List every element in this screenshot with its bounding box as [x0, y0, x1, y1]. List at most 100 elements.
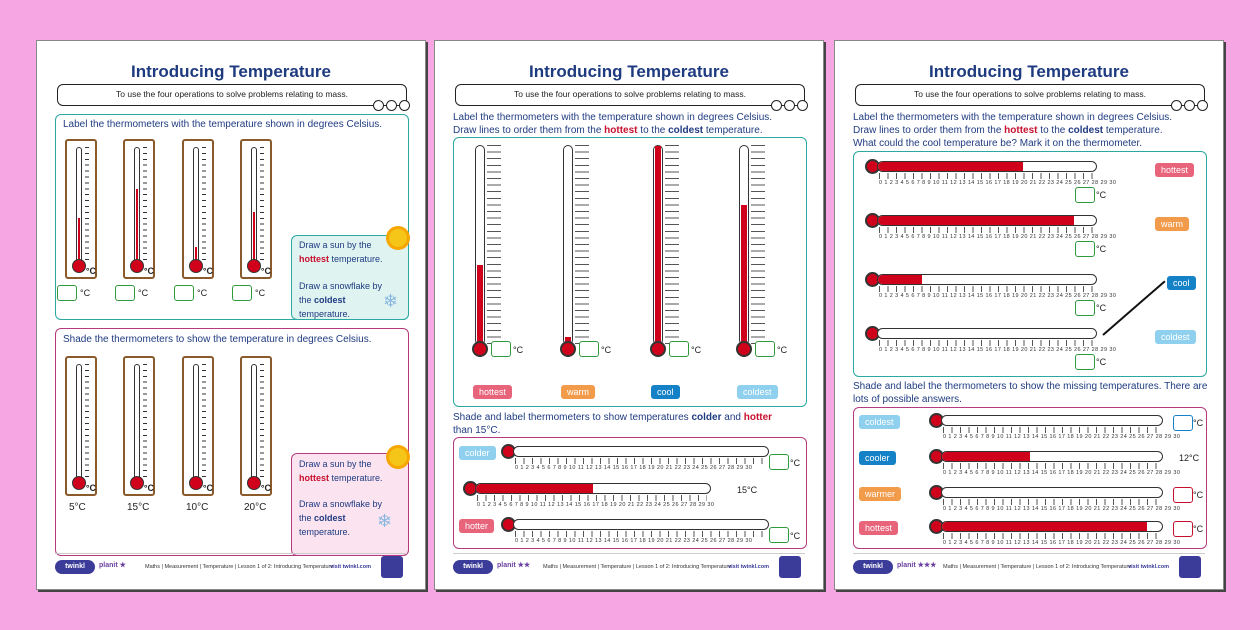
thermometer-scale: [477, 495, 707, 501]
thermometer-scale: [85, 147, 97, 265]
comparison-tag: warmer: [859, 487, 902, 501]
thermometer: [653, 145, 663, 345]
sun-snowflake-panel: [291, 235, 409, 320]
degree-label: °C: [202, 483, 213, 493]
answer-box[interactable]: [1075, 354, 1095, 370]
instruction: Shade and label the thermometers to show…: [853, 381, 1208, 405]
objective-text: To use the four operations to solve prob…: [116, 89, 348, 99]
answer-box[interactable]: [769, 527, 789, 543]
order-tag: coldest: [1155, 330, 1196, 344]
degree-unit: °C: [255, 288, 266, 298]
mercury-fill: [565, 337, 571, 344]
thermometer-scale: [665, 145, 679, 345]
thermometer-scale: [202, 147, 214, 265]
footer-text: Maths | Measurement | Temperature | Less…: [543, 564, 732, 570]
answer-box[interactable]: [669, 341, 689, 357]
mercury-fill: [253, 211, 255, 264]
thermometer: °C: [123, 139, 155, 279]
comparison-tag: hotter: [459, 519, 495, 533]
thermometer: [941, 487, 1163, 498]
page-title: Introducing Temperature: [529, 62, 729, 81]
thermometer-bulb: [247, 476, 261, 490]
answer-box[interactable]: [1075, 187, 1095, 203]
answer-box[interactable]: [1173, 415, 1193, 431]
twinkl-logo: twinkl: [55, 560, 95, 574]
degree-label: °C: [260, 266, 271, 276]
thermometer-bulb: [560, 341, 576, 357]
order-tag: warm: [1155, 217, 1189, 231]
comparison-tag: coldest: [859, 415, 900, 429]
answer-box[interactable]: [1173, 487, 1193, 503]
mercury-fill: [655, 146, 661, 344]
thermometer-scale: [143, 364, 155, 482]
worksheet-page-1: Introducing Temperature To use the four …: [36, 40, 426, 590]
order-tag: coldest: [737, 385, 778, 399]
degree-unit: °C: [790, 531, 801, 541]
twinkl-logo: twinkl: [853, 560, 893, 574]
scale-numbers: 0 1 2 3 4 5 6 7 8 9 10 11 12 13 14 15 16…: [477, 502, 715, 508]
degree-unit: °C: [1096, 303, 1107, 313]
scale-numbers: 0 1 2 3 4 5 6 7 8 9 10 11 12 13 14 15 16…: [943, 470, 1181, 476]
answer-box[interactable]: [769, 454, 789, 470]
mercury-fill: [741, 205, 747, 344]
degree-unit: °C: [1193, 524, 1204, 534]
footer-site: visit twinkl.com: [1128, 564, 1169, 570]
mercury-fill: [195, 246, 197, 264]
thermometer-scale: [879, 340, 1093, 346]
thermometer: [475, 483, 711, 494]
answer-box[interactable]: [579, 341, 599, 357]
answer-box[interactable]: [1173, 521, 1193, 537]
answer-box[interactable]: [115, 285, 135, 301]
thermometer: °C: [182, 139, 214, 279]
answer-box[interactable]: [1075, 241, 1095, 257]
degree-label: °C: [143, 266, 154, 276]
degree-unit: °C: [777, 345, 788, 355]
thermometer-scale: [943, 533, 1159, 539]
order-tag: hottest: [1155, 163, 1195, 177]
thermometer: °C: [65, 356, 97, 496]
thermometer: [877, 328, 1097, 339]
degree-label: °C: [202, 266, 213, 276]
order-tag: cool: [651, 385, 680, 399]
degree-unit: °C: [1096, 357, 1107, 367]
thermometer: [877, 274, 1097, 285]
degree-unit: °C: [790, 458, 801, 468]
answer-box[interactable]: [1075, 300, 1095, 316]
answer-box[interactable]: [491, 341, 511, 357]
scale-numbers: 0 1 2 3 4 5 6 7 8 9 10 11 12 13 14 15 16…: [879, 293, 1117, 299]
snowflake-icon: ❄: [383, 291, 399, 311]
objective-text: To use the four operations to solve prob…: [514, 89, 746, 99]
thermometer-scale: [751, 145, 765, 345]
answer-box[interactable]: [232, 285, 252, 301]
temperature-label: 12°C: [1179, 453, 1200, 463]
thermometer: °C: [240, 356, 272, 496]
scale-numbers: 0 1 2 3 4 5 6 7 8 9 10 11 12 13 14 15 16…: [879, 180, 1117, 186]
thermometer-scale: [943, 499, 1159, 505]
thermometer-scale: [879, 227, 1093, 233]
thermometer: [513, 519, 769, 530]
degree-unit: °C: [1193, 418, 1204, 428]
thermometer-tube: [251, 364, 257, 482]
planit-label: planit ★: [99, 562, 126, 569]
thermometer: [877, 215, 1097, 226]
thermometer-scale: [943, 427, 1159, 433]
answer-box[interactable]: [57, 285, 77, 301]
section-horizontal-thermometers: [453, 437, 807, 549]
instruction: Label the thermometers with the temperat…: [63, 119, 383, 130]
degree-unit: °C: [1193, 490, 1204, 500]
scale-numbers: 0 1 2 3 4 5 6 7 8 9 10 11 12 13 14 15 16…: [515, 538, 753, 544]
degree-unit: °C: [197, 288, 208, 298]
thermometer-bulb: [472, 341, 488, 357]
answer-box[interactable]: [755, 341, 775, 357]
thermometer-scale: [202, 364, 214, 482]
snowflake-instruction: Draw a snowflake by the coldest temperat…: [299, 499, 383, 537]
thermometer: [877, 161, 1097, 172]
thermometer: [739, 145, 749, 345]
footer-site: visit twinkl.com: [330, 564, 371, 570]
thermometer-tube: [134, 364, 140, 482]
answer-box[interactable]: [174, 285, 194, 301]
degree-unit: °C: [1096, 244, 1107, 254]
footer: twinkl planit ★★ Maths | Measurement | T…: [453, 553, 805, 578]
thermometer-tube: [193, 364, 199, 482]
thermometer-bulb: [189, 259, 203, 273]
